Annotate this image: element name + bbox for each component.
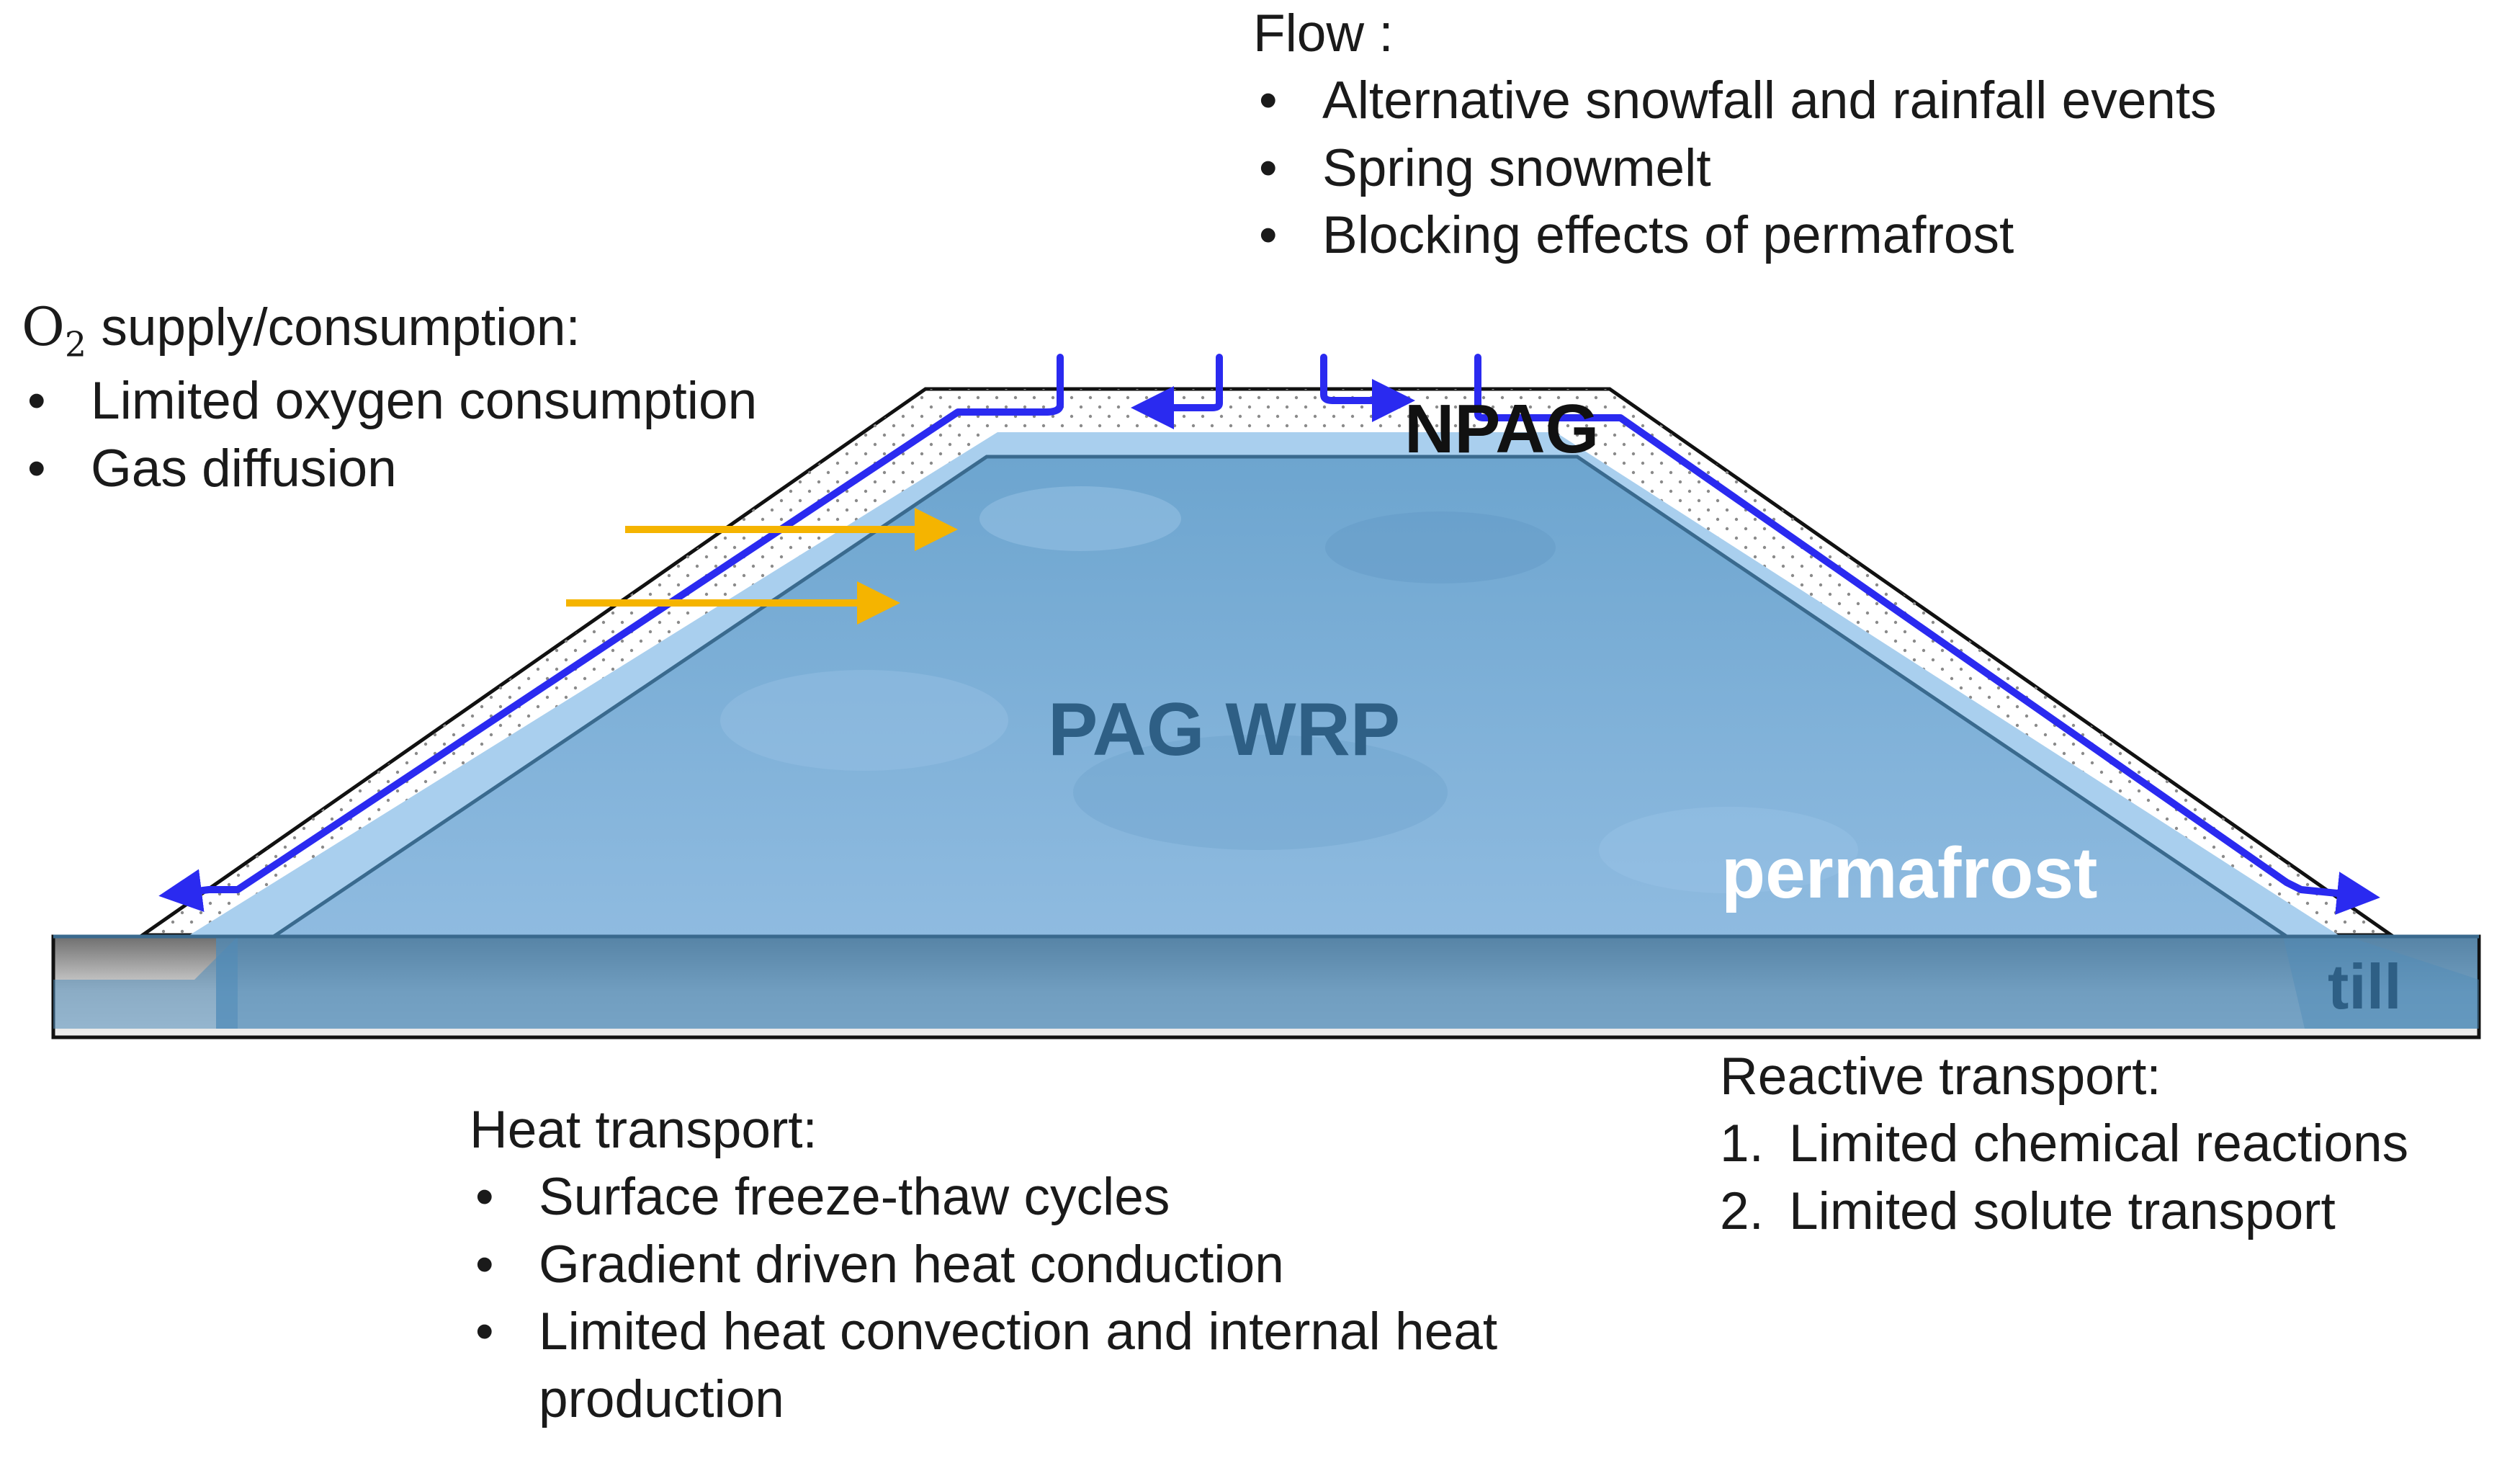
- flow-infiltration-1: [1131, 354, 1223, 429]
- heat-annotation: Heat transport: Surface freeze-thaw cycl…: [470, 1096, 1550, 1433]
- o2-heading: O2 supply/consumption:: [22, 297, 580, 365]
- flow-item: Blocking effects of permafrost: [1253, 202, 2217, 269]
- flow-annotation: Flow : Alternative snowfall and rainfall…: [1253, 0, 2217, 269]
- o2-item: Limited oxygen consumption: [22, 367, 757, 435]
- heat-item: Surface freeze-thaw cycles: [470, 1163, 1550, 1231]
- reactive-item: 1.Limited chemical reactions: [1720, 1114, 2409, 1173]
- permafrost-band: [216, 936, 2478, 1029]
- reactive-item: 2.Limited solute transport: [1720, 1181, 2336, 1240]
- pag-wrp-label: PAG WRP: [1048, 688, 1400, 772]
- heat-heading: Heat transport:: [470, 1101, 817, 1159]
- flow-heading: Flow :: [1253, 4, 1394, 63]
- heat-arrows: [566, 508, 958, 625]
- flow-path-right: [1474, 354, 2380, 915]
- reactive-annotation: Reactive transport: 1.Limited chemical r…: [1720, 1043, 2408, 1245]
- permafrost-label: permafrost: [1721, 833, 2097, 913]
- heat-item: Limited heat convection and internal hea…: [470, 1298, 1550, 1433]
- till-label: till: [2328, 951, 2402, 1022]
- water-flow-paths: [158, 354, 2380, 915]
- npag-label: NPAG: [1404, 390, 1599, 468]
- reactive-heading: Reactive transport:: [1720, 1047, 2161, 1106]
- o2-item: Gas diffusion: [22, 435, 757, 503]
- flow-item: Alternative snowfall and rainfall events: [1253, 67, 2217, 135]
- flow-path-left: [158, 354, 1064, 913]
- o2-annotation: O2 supply/consumption: Limited oxygen co…: [22, 294, 757, 503]
- flow-infiltration-2: [1320, 354, 1415, 422]
- o2-symbol: O2: [22, 297, 87, 365]
- flow-item: Spring snowmelt: [1253, 135, 2217, 202]
- heat-item: Gradient driven heat conduction: [470, 1231, 1550, 1299]
